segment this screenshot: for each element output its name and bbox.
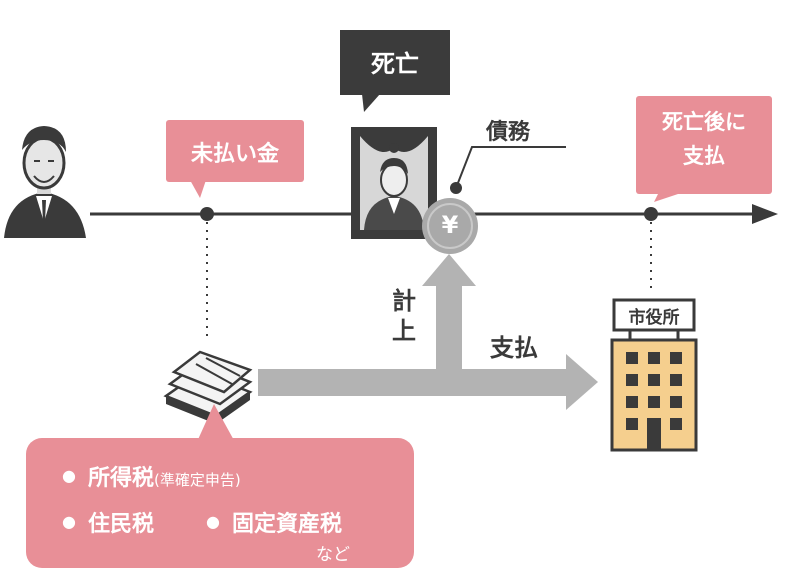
after-death-label-line1: 死亡後に (662, 110, 746, 134)
death-label: 死亡 (371, 50, 419, 78)
unpaid-bubble (166, 120, 304, 182)
tax-box (26, 438, 414, 568)
after-death-label-line2: 支払 (683, 144, 725, 168)
income-tax-label: 所得税 (88, 466, 155, 491)
unpaid-label: 未払い金 (190, 142, 279, 167)
city-office-building-icon (610, 298, 698, 452)
recorded-arrow (436, 284, 462, 396)
debt-connector (455, 146, 566, 189)
city-office-sign: 市役所 (628, 308, 680, 328)
unpaid-bubble-tail (190, 180, 206, 198)
after-death-bubble (636, 96, 772, 194)
tax-box-tail (196, 404, 236, 444)
payment-arrow (258, 369, 568, 396)
recorded-label: 計上 (392, 287, 416, 345)
etc-label: など (316, 545, 350, 565)
memorial-portrait-icon (351, 127, 437, 239)
death-bubble (340, 30, 450, 95)
after-death-dot (644, 207, 658, 221)
unpaid-dot (200, 207, 214, 221)
death-bubble-tail (362, 94, 380, 112)
timeline-arrowhead (752, 204, 778, 224)
income-tax-note: (準確定申告) (154, 471, 241, 489)
payment-label: 支払 (490, 334, 538, 362)
property-tax-label: 固定資産税 (232, 512, 343, 537)
bullet-icon: ● (62, 512, 76, 531)
income-tax-item: 所得税(準確定申告) (88, 460, 241, 492)
money-stack-icon (163, 350, 253, 424)
resident-tax-label: 住民税 (88, 512, 155, 537)
bullet-icon: ● (206, 512, 220, 531)
bullet-icon: ● (62, 466, 76, 485)
yen-symbol: ¥ (441, 211, 459, 239)
yen-coin-icon (422, 198, 478, 254)
person-icon (4, 126, 86, 238)
debt-label: 債務 (486, 120, 531, 145)
